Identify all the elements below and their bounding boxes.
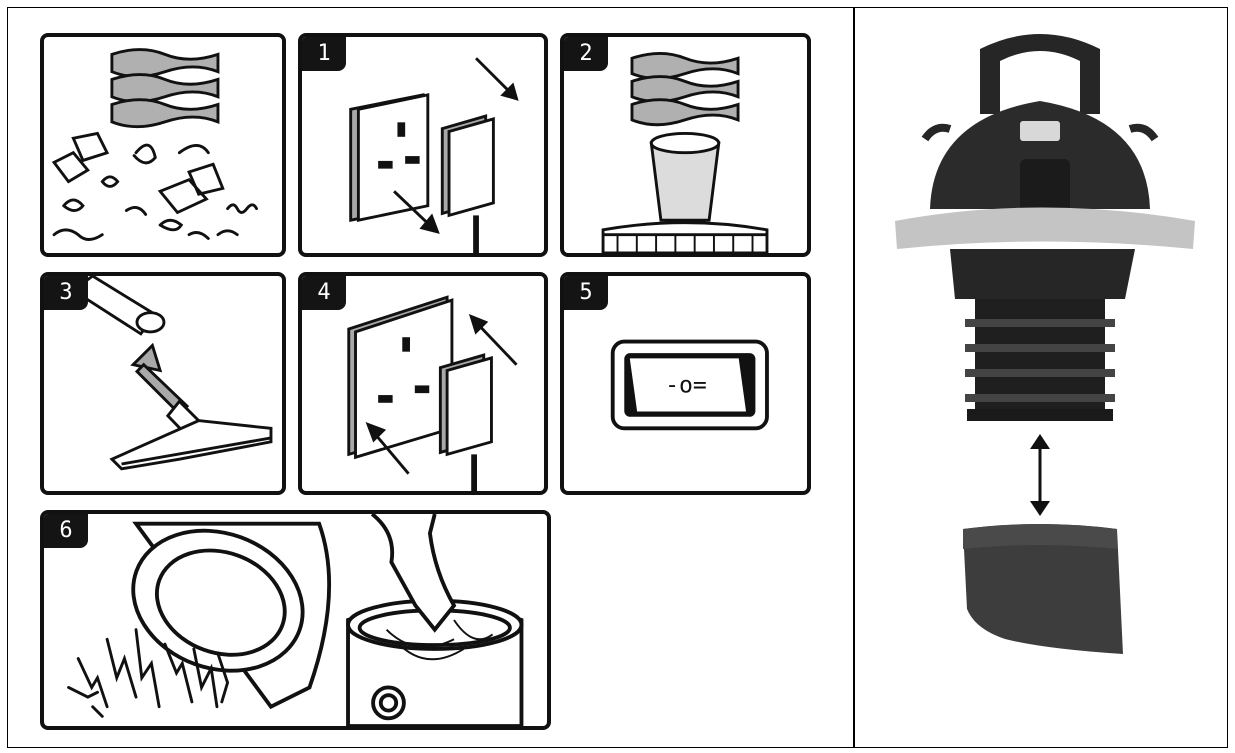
panel-step-5: 5 -o= [560, 272, 811, 495]
panel-step-3: 3 [40, 272, 286, 495]
step-number-2: 2 [564, 37, 608, 71]
debris-and-filter-icon [44, 37, 282, 253]
step-number-4: 4 [302, 276, 346, 310]
switch-label: -o= [665, 373, 707, 399]
panel-step-6: 6 [40, 510, 551, 730]
empty-tank-icon [44, 514, 547, 726]
panel-intro [40, 33, 286, 257]
panel-step-1: 1 [298, 33, 548, 257]
panel-step-4: 4 [298, 272, 548, 495]
panel-step-2: 2 [560, 33, 811, 257]
step-number-3: 3 [44, 276, 88, 310]
product-illustration [855, 9, 1225, 746]
vacuum-head-with-sponge-filter-icon [855, 9, 1225, 746]
step-number-1: 1 [302, 37, 346, 71]
step-number-5: 5 [564, 276, 608, 310]
step-number-6: 6 [44, 514, 88, 548]
